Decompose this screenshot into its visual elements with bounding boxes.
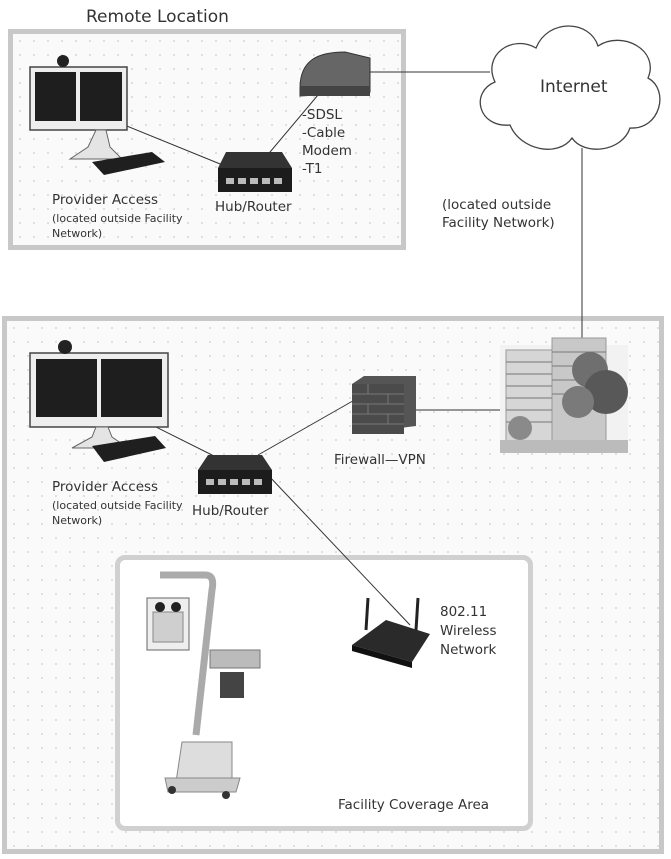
internet-label: Internet	[540, 77, 608, 97]
firewall-vpn-label: Firewall—VPN	[334, 452, 426, 468]
facility-provider-access-label: Provider Access	[52, 479, 159, 495]
firewall-icon	[352, 376, 416, 434]
hospital-building	[500, 337, 628, 453]
remote-provider-access-label: Provider Access	[52, 192, 159, 208]
remote-monitor	[29, 55, 165, 175]
facility-provider-note-line2: Network)	[52, 514, 103, 527]
wireless-router	[352, 597, 430, 668]
wireless-label-line1: 802.11	[440, 604, 488, 620]
connection-type-cable: -Cable	[302, 125, 346, 141]
facility-hub-router-label: Hub/Router	[192, 503, 269, 519]
facility-hub-router	[198, 455, 272, 494]
modem	[299, 51, 371, 97]
internet-note-line1: (located outside	[442, 197, 552, 213]
connection-type-modem: Modem	[302, 143, 352, 159]
wireless-label-line2: Wireless	[440, 623, 497, 639]
remote-hub-router-label: Hub/Router	[215, 199, 292, 215]
facility-provider-note-line1: (located outside Facility	[52, 499, 183, 512]
internet-note-line2: Facility Network)	[442, 215, 555, 231]
facility-monitor	[29, 340, 169, 462]
wireless-label-line3: Network	[440, 642, 497, 658]
remote-provider-note-line1: (located outside Facility	[52, 212, 183, 225]
remote-provider-note-line2: Network)	[52, 227, 103, 240]
remote-hub-router	[218, 152, 292, 192]
telepresence-robot	[146, 571, 261, 799]
internet-cloud	[479, 25, 661, 150]
connection-type-t1: -T1	[302, 161, 323, 177]
connection-type-sdsl: -SDSL	[302, 107, 342, 123]
facility-coverage-area-label: Facility Coverage Area	[338, 797, 490, 813]
remote-location-title: Remote Location	[86, 7, 229, 27]
